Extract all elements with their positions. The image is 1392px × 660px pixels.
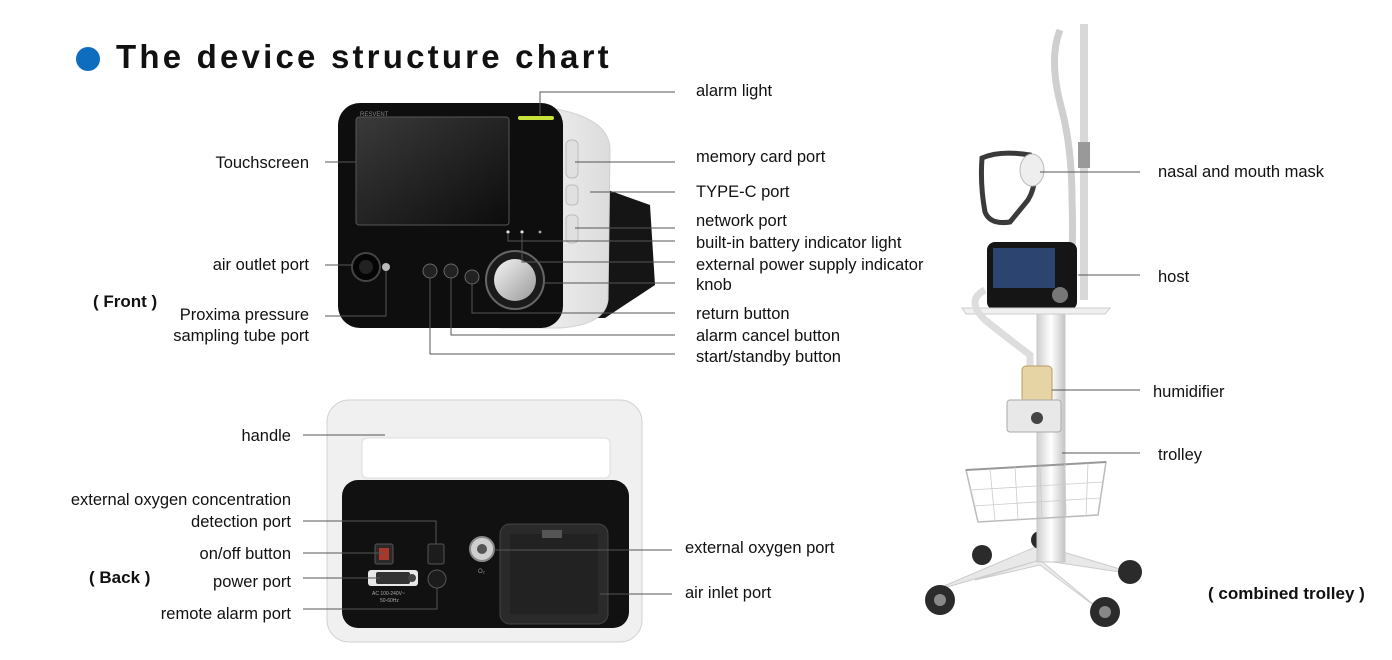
label-handle: handle (241, 427, 291, 445)
power-socket-inner (376, 572, 410, 584)
handle-shape (361, 437, 611, 479)
battery-indicator-dot (506, 230, 510, 234)
return-button-shape (464, 269, 480, 285)
title-bullet (76, 47, 100, 71)
caster-front-hub (1099, 606, 1111, 618)
label-start-standby-button: start/standby button (696, 348, 841, 366)
label-alarm-light: alarm light (696, 82, 773, 100)
label-nasal-mouth-mask: nasal and mouth mask (1158, 163, 1325, 181)
air-inlet-mesh (510, 534, 598, 614)
humidifier-tube (971, 286, 1034, 368)
label-remote-alarm-port: remote alarm port (160, 605, 291, 623)
caster-back-left (972, 545, 992, 565)
label-knob: knob (696, 276, 732, 294)
network-slot (565, 214, 579, 244)
page-title: The device structure chart (116, 38, 612, 75)
label-return-button: return button (696, 305, 790, 323)
oxygen-symbol-text: O₂ (478, 569, 486, 575)
front-device: RESVENT (338, 103, 655, 329)
label-proxima-line2: sampling tube port (173, 327, 309, 345)
label-typec-port: TYPE-C port (696, 183, 790, 201)
host-screen (993, 248, 1055, 288)
label-touchscreen: Touchscreen (215, 154, 309, 172)
trolley-base-front (974, 559, 1101, 611)
back-leader-lines (303, 434, 672, 610)
trolley-leader-lines (1040, 171, 1140, 454)
power-indicator-dot (520, 230, 524, 234)
air-inlet-latch (542, 530, 562, 538)
label-network-port: network port (696, 212, 787, 230)
label-host: host (1158, 268, 1190, 286)
label-humidifier: humidifier (1153, 383, 1225, 401)
trolley-basket (965, 461, 1107, 523)
indicator-dot (538, 230, 542, 234)
label-air-inlet-port: air inlet port (685, 584, 772, 602)
alarm-light-bar (518, 116, 554, 120)
start-standby-button-shape (422, 263, 438, 279)
caster-right (1118, 560, 1142, 584)
proxima-port-shape (382, 263, 390, 271)
section-trolley: ( combined trolley ) (1208, 584, 1365, 603)
humidifier-dial (1031, 412, 1043, 424)
power-rating-text-1: AC 100-240V~ (372, 591, 405, 597)
mask-cushion (1019, 153, 1045, 187)
label-trolley: trolley (1158, 446, 1203, 464)
label-oxygen-detection-line2: detection port (191, 513, 291, 531)
alarm-cancel-button-shape (443, 263, 459, 279)
oxygen-detection-port-shape (427, 543, 445, 565)
label-memory-card-port: memory card port (696, 148, 826, 166)
external-oxygen-port-inner (477, 544, 487, 554)
host-knob (1052, 287, 1068, 303)
typec-slot (565, 184, 579, 206)
mask-headgear (978, 150, 1037, 225)
caster-left-hub (934, 594, 946, 606)
memory-card-slot (565, 139, 579, 179)
power-rating-text-2: 50-60Hz (380, 598, 399, 604)
brand-text: RESVENT (360, 112, 389, 118)
air-outlet-inner (359, 260, 373, 274)
basket-rim (965, 461, 1107, 471)
label-external-oxygen-port: external oxygen port (685, 539, 835, 557)
label-proxima-line1: Proxima pressure (179, 306, 309, 324)
remote-alarm-jack (408, 574, 416, 582)
section-back: ( Back ) (89, 568, 151, 587)
host-shelf (961, 307, 1112, 315)
touchscreen-display (355, 116, 510, 226)
humidifier-chamber (1021, 365, 1053, 403)
label-oxygen-detection-line1: external oxygen concentration (70, 491, 291, 509)
label-power-port: power port (213, 573, 291, 591)
trolley-base (929, 544, 1141, 593)
knob (494, 259, 536, 301)
label-battery-indicator: built-in battery indicator light (696, 234, 902, 252)
back-device: AC 100-240V~ 50-60Hz O₂ (326, 399, 643, 643)
onoff-switch-rocker (379, 548, 389, 560)
front-leader-lines (325, 91, 675, 355)
label-onoff-button: on/off button (199, 545, 291, 563)
label-air-outlet-port: air outlet port (212, 256, 309, 274)
section-front: ( Front ) (93, 292, 158, 311)
basket-wires (969, 462, 1104, 522)
combined-trolley (925, 24, 1142, 627)
label-alarm-cancel-button: alarm cancel button (696, 327, 840, 345)
hose-clip (1078, 142, 1090, 168)
remote-alarm-port-shape (427, 569, 447, 589)
label-power-indicator: external power supply indicator (696, 256, 924, 274)
